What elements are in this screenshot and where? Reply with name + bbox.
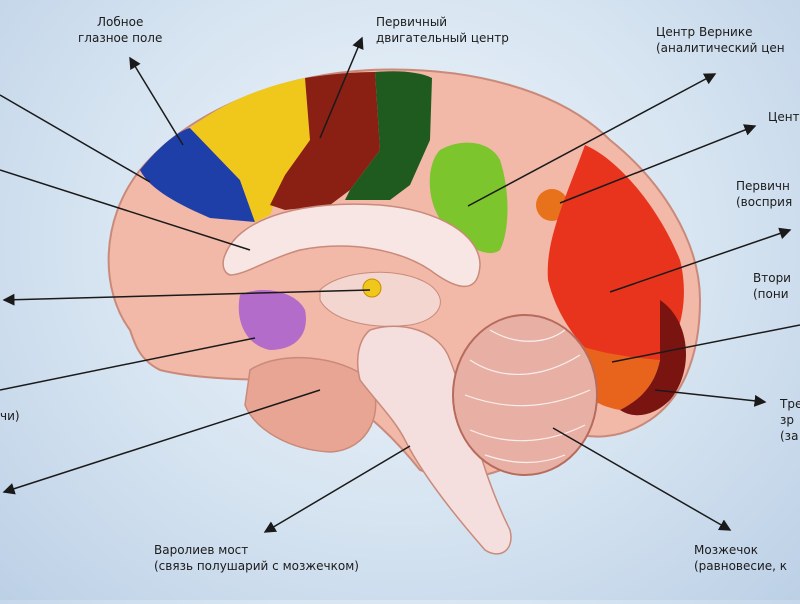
leader-left-5 xyxy=(2,389,321,495)
leader-center xyxy=(559,124,757,204)
label-line: Тре xyxy=(780,397,800,411)
label-line: (аналитический цен xyxy=(656,41,785,55)
leader-secondary xyxy=(611,324,800,363)
leader-pons xyxy=(263,445,411,533)
label-line: двигательный центр xyxy=(376,31,509,45)
label-line: чи) xyxy=(0,409,20,423)
label-line: (восприя xyxy=(736,195,793,209)
label-line: Первичн xyxy=(736,179,790,193)
label-line: (пони xyxy=(753,287,789,301)
label-line: Центр Вернике xyxy=(656,25,753,39)
label-line: Втори xyxy=(753,271,791,285)
leader-left-3 xyxy=(2,289,371,306)
region-dark-red xyxy=(620,300,687,416)
label-left-cut: чи) xyxy=(0,408,20,424)
leader-left-1 xyxy=(0,94,151,183)
leader-wernicke xyxy=(467,73,717,207)
label-frontal-eye-field: Лобное глазное поле xyxy=(78,14,162,46)
label-line: (равновесие, к xyxy=(694,559,788,573)
label-primary-perception: Первичн (восприя xyxy=(736,178,792,210)
corpus-callosum xyxy=(222,203,481,287)
label-primary-motor: Первичный двигательный центр xyxy=(376,14,509,46)
label-cerebellum: Мозжечок (равновесие, к xyxy=(694,542,787,574)
leader-cerebellum xyxy=(552,427,732,531)
label-line: Варолиев мост xyxy=(154,543,249,557)
label-line: зр xyxy=(780,413,794,427)
region-blue xyxy=(140,128,255,222)
temporal-lobe xyxy=(244,356,377,453)
pineal-spot xyxy=(362,278,382,298)
label-line: глазное поле xyxy=(78,31,163,45)
label-pons: Варолиев мост (связь полушарий с мозжечк… xyxy=(154,542,359,574)
region-purple xyxy=(238,290,306,350)
leader-motor xyxy=(319,36,364,139)
leader-tertiary xyxy=(654,389,767,407)
label-line: Лобное xyxy=(97,15,144,29)
region-dark-green xyxy=(345,71,432,200)
label-tertiary: Тре зр (за xyxy=(780,396,800,444)
leader-frontal-eye xyxy=(129,56,184,146)
cerebellum xyxy=(452,314,598,476)
leader-left-4 xyxy=(0,337,256,391)
label-line: Цент xyxy=(768,110,800,124)
leader-primary xyxy=(609,227,792,293)
label-wernicke: Центр Вернике (аналитический цен xyxy=(656,24,785,56)
region-maroon xyxy=(270,72,380,210)
thalamus xyxy=(319,271,441,327)
label-line: Мозжечок xyxy=(694,543,758,557)
region-red xyxy=(547,145,684,370)
label-center-cut: Цент xyxy=(768,109,800,125)
label-line: Первичный xyxy=(376,15,448,29)
label-line: (связь полушарий с мозжечком) xyxy=(154,559,359,573)
label-secondary: Втори (пони xyxy=(753,270,791,302)
brainstem xyxy=(357,325,512,555)
leader-left-2 xyxy=(0,169,251,251)
label-line: (за xyxy=(780,429,799,443)
